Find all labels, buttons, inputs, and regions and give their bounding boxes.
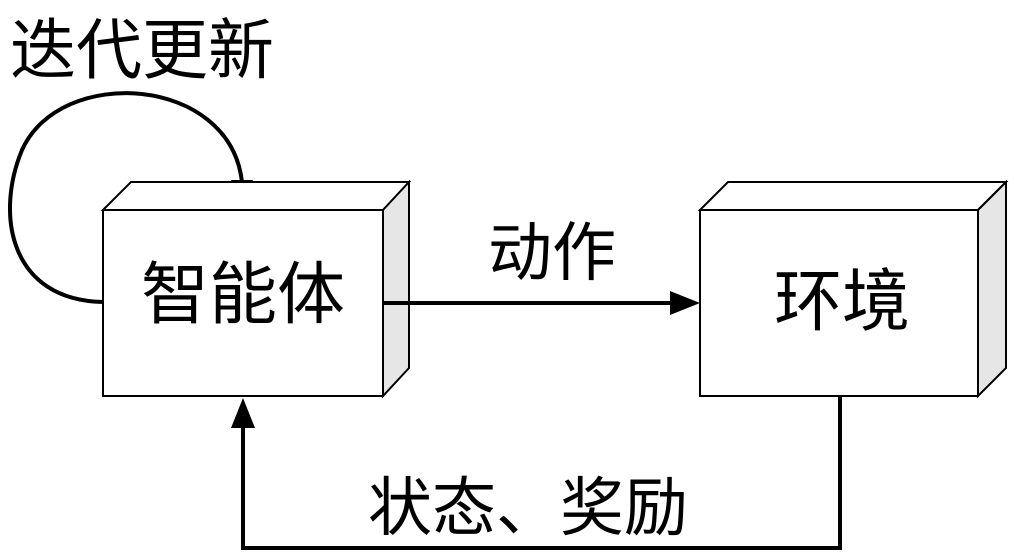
loop-arrow (8, 91, 244, 304)
action-arrowhead (670, 291, 700, 315)
agent-box-top (100, 181, 412, 211)
environment-label: 环境 (774, 263, 910, 342)
environment-box-front (699, 209, 979, 397)
loop-label: 迭代更新 (10, 12, 274, 89)
feedback-label: 状态、奖励 (368, 472, 688, 546)
agent-box-side (382, 179, 410, 399)
agent-label: 智能体 (141, 256, 345, 335)
feedback-arrowhead (231, 398, 255, 428)
environment-box-top (697, 181, 1009, 211)
environment-box: 环境 (697, 179, 1009, 399)
agent-box: 智能体 (100, 179, 412, 399)
action-label: 动作 (488, 217, 616, 291)
agent-box-front (102, 209, 384, 397)
feedback-arrow (241, 396, 842, 550)
environment-box-side (977, 179, 1007, 399)
